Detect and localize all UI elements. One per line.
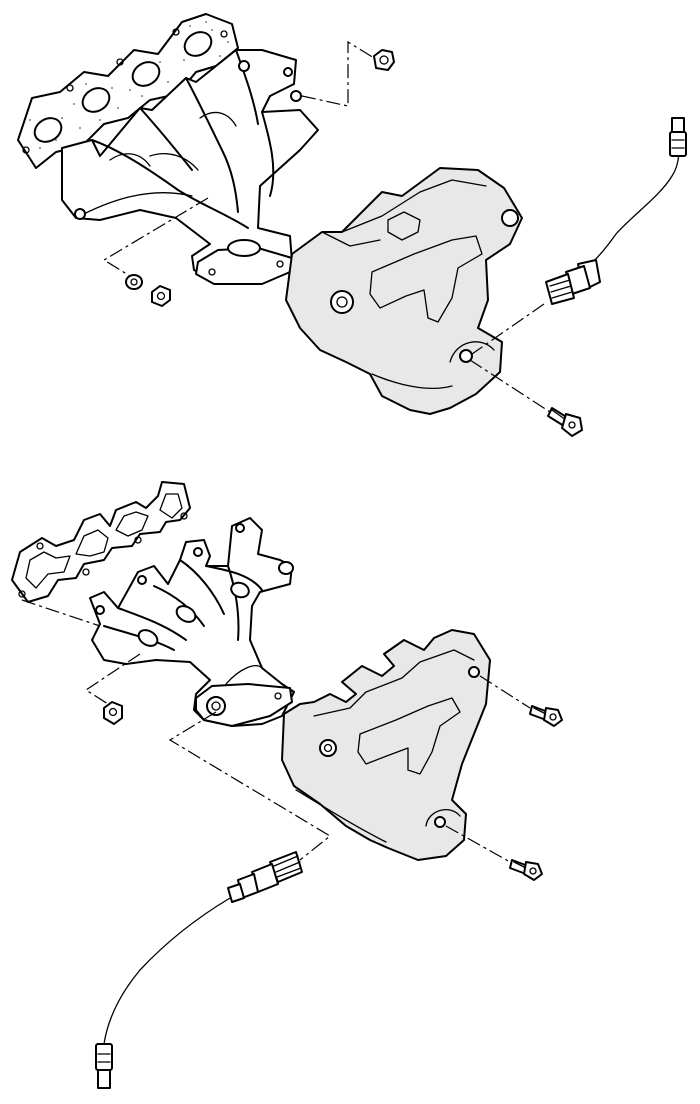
upper-exhaust-manifold <box>61 49 319 285</box>
lower-bolt-top <box>479 675 563 727</box>
gasket-texture <box>29 21 229 149</box>
upper-oxygen-sensor <box>471 117 687 355</box>
upper-assembly <box>17 13 687 437</box>
lower-gasket-leader <box>21 599 101 627</box>
upper-heat-shield <box>285 167 523 415</box>
lower-oxygen-sensor <box>95 851 303 1089</box>
lower-exhaust-manifold <box>89 517 295 727</box>
upper-sensor-leader <box>471 303 545 355</box>
lower-assembly <box>11 481 563 1089</box>
upper-gasket <box>17 13 239 169</box>
upper-bolt <box>469 359 583 437</box>
upper-nut-top <box>301 40 395 107</box>
upper-nut-bottom <box>151 285 171 307</box>
upper-washer <box>125 274 143 290</box>
lower-heat-shield <box>281 629 491 861</box>
lower-gasket <box>11 481 191 603</box>
lower-bolt-bottom <box>445 825 543 881</box>
lower-nut <box>84 653 141 725</box>
lower-sensor-leader <box>168 711 332 861</box>
